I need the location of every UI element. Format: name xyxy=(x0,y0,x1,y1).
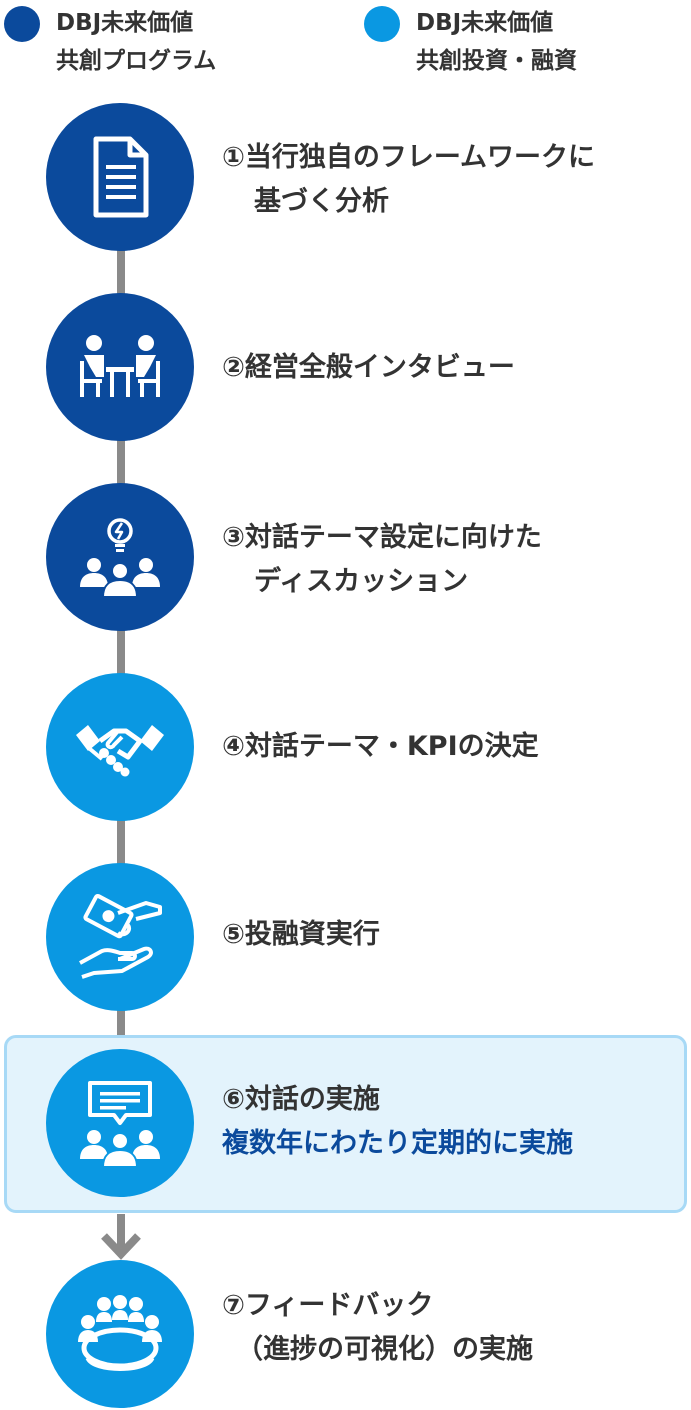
legend-investment-text: DBJ未来価値 共創投資・融資 xyxy=(416,4,577,80)
step-1-label: ①当行独自のフレームワークに 基づく分析 xyxy=(222,136,595,224)
step-6-label: ⑥対話の実施 複数年にわたり定期的に実施 xyxy=(222,1078,573,1166)
legend-program: DBJ未来価値 共創プログラム xyxy=(4,4,216,80)
connector-3-4 xyxy=(117,628,125,678)
step-2-line1: ②経営全般インタビュー xyxy=(222,352,515,383)
connector-2-3 xyxy=(117,438,125,488)
handshake-icon xyxy=(76,725,164,777)
step-3-line2: ディスカッション xyxy=(254,566,469,597)
legend-investment-dot xyxy=(364,6,400,42)
step-5-line1: ⑤投融資実行 xyxy=(222,919,380,950)
step-1-line1: ①当行独自のフレームワークに xyxy=(222,142,596,173)
legend-program-line1: DBJ未来価値 xyxy=(56,10,194,36)
step-7-line2: （進捗の可視化）の実施 xyxy=(236,1334,533,1365)
money-hand-icon xyxy=(79,893,162,979)
dialogue-people-icon xyxy=(80,1081,160,1168)
step-7-circle xyxy=(46,1260,194,1408)
meeting-icon xyxy=(80,335,160,397)
step-1-line2: 基づく分析 xyxy=(254,186,389,217)
step-7-label: ⑦フィードバック （進捗の可視化）の実施 xyxy=(222,1284,533,1372)
step-5-label: ⑤投融資実行 xyxy=(222,913,380,957)
step-4-line1: ④対話テーマ・KPIの決定 xyxy=(222,731,539,762)
step-6-circle xyxy=(46,1049,194,1197)
legend-program-text: DBJ未来価値 共創プログラム xyxy=(56,4,216,80)
legend-investment: DBJ未来価値 共創投資・融資 xyxy=(364,4,577,80)
connector-5-6 xyxy=(117,1008,125,1048)
step-4-circle xyxy=(46,673,194,821)
step-6-line1: ⑥対話の実施 xyxy=(222,1084,380,1115)
step-2-circle xyxy=(46,293,194,441)
connector-1-2 xyxy=(117,248,125,298)
step-3-circle xyxy=(46,483,194,631)
legend-investment-line2: 共創投資・融資 xyxy=(416,48,577,74)
step-2-label: ②経営全般インタビュー xyxy=(222,346,515,390)
step-6-line2: 複数年にわたり定期的に実施 xyxy=(222,1128,573,1159)
step-4-label: ④対話テーマ・KPIの決定 xyxy=(222,725,539,769)
step-3-label: ③対話テーマ設定に向けた ディスカッション xyxy=(222,516,542,604)
document-icon xyxy=(93,136,149,218)
step-5-circle xyxy=(46,863,194,1011)
step-1-circle xyxy=(46,103,194,251)
legend-investment-line1: DBJ未来価値 xyxy=(416,10,554,36)
legend-program-line2: 共創プログラム xyxy=(56,48,217,74)
step-3-line1: ③対話テーマ設定に向けた xyxy=(222,522,542,553)
step-7-line1: ⑦フィードバック xyxy=(222,1290,434,1321)
lightbulb-people-icon xyxy=(80,518,160,598)
legend-program-dot xyxy=(4,6,40,42)
arrow-down-icon xyxy=(101,1214,141,1260)
connector-4-5 xyxy=(117,818,125,868)
round-table-icon xyxy=(78,1295,162,1371)
